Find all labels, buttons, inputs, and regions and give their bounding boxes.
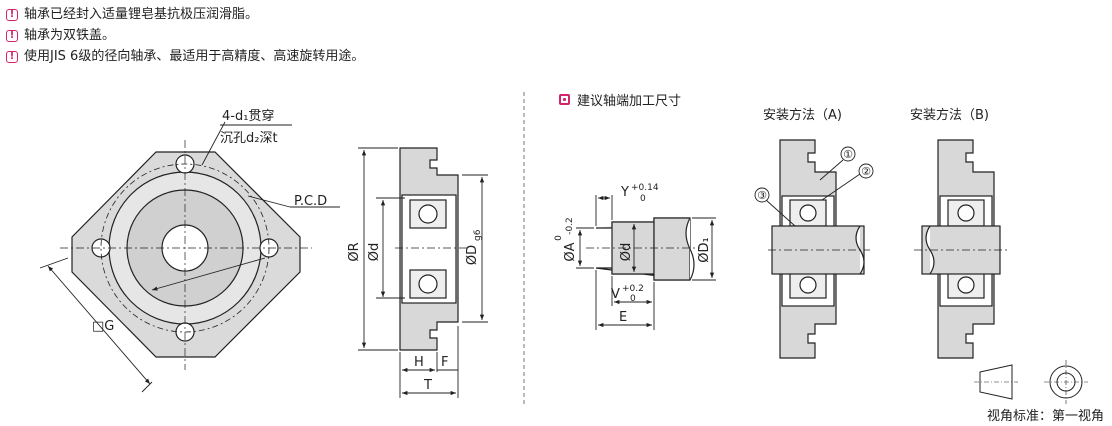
shaft-d-dimension: Ød bbox=[619, 243, 634, 261]
projection-standard-label: 视角标准：第一视角 bbox=[986, 409, 1104, 424]
dg6-tolerance: g6 bbox=[473, 229, 483, 241]
a-tol-upper: 0 bbox=[554, 235, 564, 241]
v-dimension: V bbox=[611, 287, 620, 302]
note-item: !使用JIS 6级的径向轴承、最适用于高精度、高速旋转用途。 bbox=[6, 46, 364, 67]
a-tol-lower: -0.2 bbox=[565, 217, 575, 235]
exclamation-icon: ! bbox=[6, 8, 18, 21]
install-b-drawing bbox=[914, 139, 1008, 359]
h-dimension: H bbox=[414, 355, 424, 370]
callout-3: ③ bbox=[757, 189, 767, 202]
d-dimension: Ød bbox=[367, 243, 382, 261]
pcd-label: P.C.D bbox=[294, 194, 327, 209]
g-label: □G bbox=[92, 319, 114, 334]
square-bullet-icon bbox=[559, 94, 570, 105]
exclamation-icon: ! bbox=[6, 50, 18, 63]
shaft-end-drawing bbox=[586, 217, 700, 281]
holes-label: 4-d₁贯穿 bbox=[222, 108, 274, 124]
notes-list: !轴承已经封入适量锂皂基抗极压润滑脂。 !轴承为双铁盖。 !使用JIS 6级的径… bbox=[6, 4, 364, 67]
install-method-b-title: 安装方法（B) bbox=[910, 108, 989, 123]
y-tol-upper: +0.14 bbox=[631, 183, 659, 193]
y-tol-lower: 0 bbox=[640, 194, 646, 204]
r-dimension: ØR bbox=[347, 242, 362, 261]
bearing-ball bbox=[409, 199, 447, 229]
first-angle-projection-icon bbox=[974, 360, 1088, 404]
note-item: !轴承已经封入适量锂皂基抗极压润滑脂。 bbox=[6, 4, 364, 25]
t-dimension: T bbox=[423, 378, 432, 393]
y-dimension: Y bbox=[620, 185, 629, 200]
bearing-ball bbox=[409, 269, 447, 299]
e-dimension: E bbox=[619, 310, 627, 325]
shaft-section-title: 建议轴端加工尺寸 bbox=[559, 90, 681, 109]
f-dimension: F bbox=[441, 355, 448, 370]
callout-2: ② bbox=[861, 165, 871, 178]
install-method-a-title: 安装方法（A) bbox=[763, 108, 842, 123]
callout-1: ① bbox=[843, 148, 853, 161]
flange-front-view bbox=[60, 140, 312, 370]
v-tol-upper: +0.2 bbox=[622, 284, 644, 294]
a-dimension: ØA bbox=[563, 242, 578, 261]
dg6-dimension: ØD bbox=[465, 245, 480, 265]
v-tol-lower: 0 bbox=[630, 294, 636, 304]
flange-side-view bbox=[395, 147, 468, 351]
d1-dimension: ØD₁ bbox=[697, 237, 712, 262]
counterbore-label: 沉孔d₂深t bbox=[220, 131, 278, 146]
exclamation-icon: ! bbox=[6, 29, 18, 42]
note-item: !轴承为双铁盖。 bbox=[6, 25, 364, 46]
install-a-drawing bbox=[768, 139, 870, 359]
